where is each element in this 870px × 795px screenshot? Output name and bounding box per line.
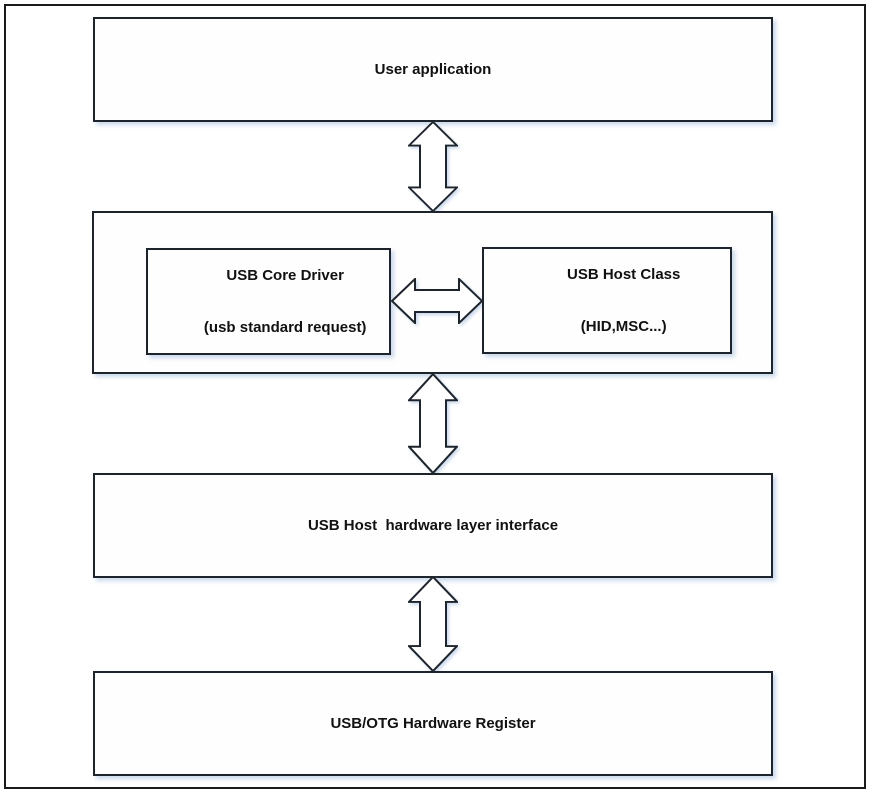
block-user-application-label: User application [374, 60, 492, 78]
block-user-application: User application [93, 17, 773, 122]
block-usb-otg-hardware-register: USB/OTG Hardware Register [93, 671, 773, 776]
block-usb-host-hardware-layer-label: USB Host hardware layer interface [307, 516, 559, 534]
double-arrow-vertical-icon [408, 121, 458, 212]
block-usb-host-class: USB Host Class (HID,MSC...) [482, 247, 732, 354]
double-arrow-vertical-icon [408, 373, 458, 474]
block-usb-core-driver: USB Core Driver (usb standard request) [146, 248, 391, 355]
block-usb-core-driver-label: USB Core Driver (usb standard request) [171, 237, 367, 367]
host-class-line2: (HID,MSC...) [580, 317, 667, 335]
block-usb-host-hardware-layer: USB Host hardware layer interface [93, 473, 773, 578]
host-class-line1: USB Host Class [566, 265, 681, 283]
block-usb-host-class-label: USB Host Class (HID,MSC...) [534, 236, 681, 366]
double-arrow-vertical-icon [408, 576, 458, 672]
core-driver-line2: (usb standard request) [203, 318, 367, 336]
block-middleware-container: USB Core Driver (usb standard request) U… [92, 211, 773, 374]
core-driver-line1: USB Core Driver [226, 266, 344, 284]
block-usb-otg-hardware-register-label: USB/OTG Hardware Register [330, 714, 536, 732]
double-arrow-horizontal-icon [391, 278, 483, 324]
